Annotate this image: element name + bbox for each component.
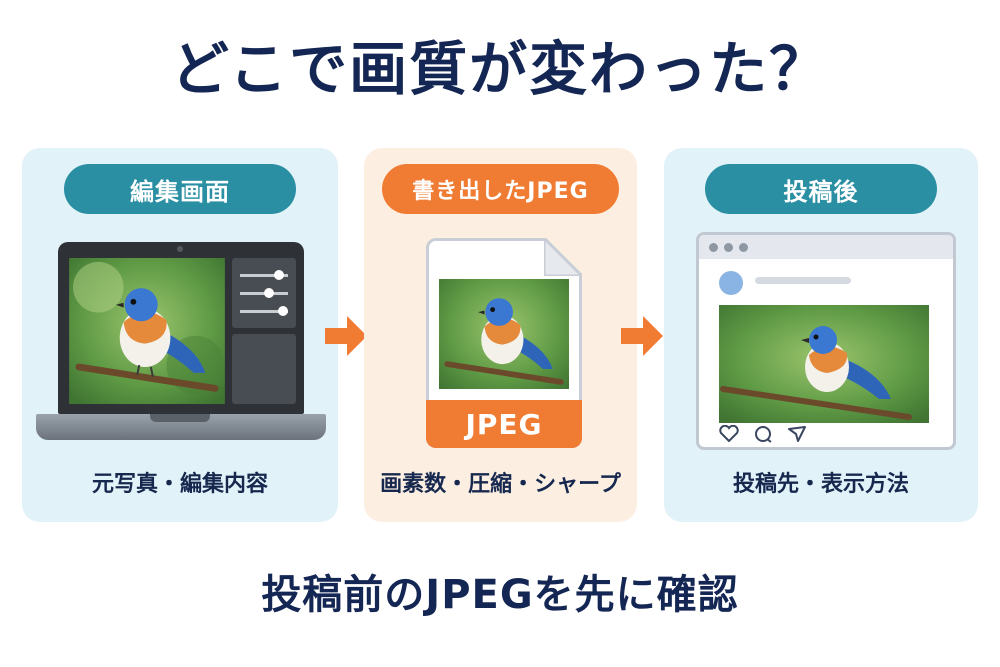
comment-icon[interactable] [753, 425, 773, 443]
username-placeholder [755, 277, 851, 284]
browser-titlebar [699, 235, 953, 259]
main-title: どこで画質が変わった？ [170, 35, 830, 103]
pill-after-posting: 投稿後 [705, 164, 937, 214]
heart-icon[interactable] [719, 425, 739, 443]
jpeg-label: JPEG [426, 400, 582, 448]
laptop-notch [150, 414, 210, 422]
footer-message: 投稿前のJPEGを先に確認 [261, 572, 739, 618]
camera-dot [177, 246, 183, 252]
window-dot [739, 243, 748, 252]
slider-group [232, 258, 296, 328]
bird-photo-edit [68, 258, 226, 404]
caption-export: 画素数・圧縮・シャープ [380, 472, 621, 497]
panel-after-posting: 投稿後 [664, 148, 978, 522]
pill-exported-jpeg: 書き出したJPEG [382, 164, 619, 214]
adjust-slider[interactable] [240, 306, 288, 316]
panel-edit-screen: 編集画面 [22, 148, 338, 522]
bird-photo-export [439, 279, 569, 389]
jpeg-file-icon: JPEG [426, 237, 583, 448]
panel-exported-jpeg: 書き出したJPEG [364, 148, 637, 522]
arrow-right-icon [325, 316, 367, 356]
side-panel-block [232, 334, 296, 404]
laptop-icon [58, 242, 304, 414]
browser-window-icon [696, 232, 956, 450]
pill-edit-screen: 編集画面 [64, 164, 296, 214]
avatar [719, 271, 743, 295]
bird-photo-post [719, 305, 929, 423]
arrow-right-icon [621, 316, 663, 356]
edit-adjustment-panel [232, 258, 296, 404]
window-dot [724, 243, 733, 252]
send-icon[interactable] [787, 425, 807, 443]
post-action-bar [719, 425, 807, 445]
adjust-slider[interactable] [240, 288, 288, 298]
adjust-slider[interactable] [240, 270, 288, 280]
caption-post: 投稿先・表示方法 [732, 472, 909, 497]
file-fold-icon [544, 238, 582, 276]
caption-edit: 元写真・編集内容 [91, 472, 268, 497]
window-dot [709, 243, 718, 252]
